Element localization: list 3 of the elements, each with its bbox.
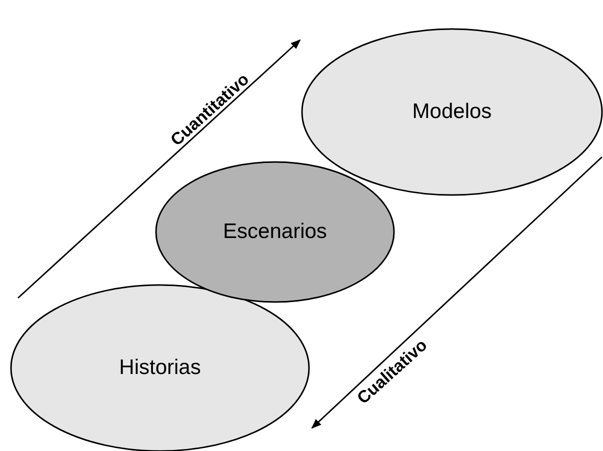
node-label: Historias [119, 356, 201, 380]
node-label: Modelos [412, 100, 492, 124]
node-label: Escenarios [223, 220, 327, 244]
